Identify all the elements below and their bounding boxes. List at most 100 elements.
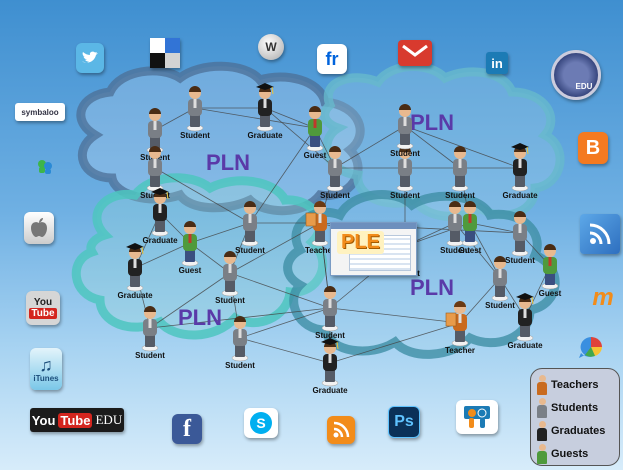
youtube-edu-text-edu: EDU bbox=[95, 412, 123, 427]
blogger-text: B bbox=[585, 136, 601, 159]
moodle-text: m bbox=[592, 284, 614, 311]
person-graduate: Graduate bbox=[502, 143, 538, 200]
edu-text: EDU bbox=[575, 81, 593, 91]
person-student: Student bbox=[320, 146, 350, 200]
network-edge bbox=[459, 277, 501, 324]
youtube-icon: You Tube bbox=[26, 291, 60, 325]
network-edge bbox=[229, 272, 331, 309]
linkedin-icon: in bbox=[486, 52, 508, 74]
linkedin-text: in bbox=[491, 55, 503, 71]
person-label: Graduate bbox=[142, 236, 178, 245]
person-student: Student bbox=[315, 286, 345, 340]
network-edge bbox=[194, 107, 316, 129]
legend: Teachers Students Graduates Guests bbox=[530, 368, 620, 466]
apple-icon bbox=[24, 212, 54, 244]
delicious-icon bbox=[150, 38, 180, 68]
rss-icon bbox=[327, 416, 355, 444]
facebook-icon: f bbox=[172, 414, 202, 444]
network-edge bbox=[149, 272, 231, 329]
flickr-icon: fr bbox=[317, 44, 347, 74]
network-edge bbox=[239, 307, 331, 339]
youtube-edu-logo: You Tube EDU bbox=[30, 408, 124, 432]
person-teacher: Teacher bbox=[305, 201, 335, 255]
legend-item-students: Students bbox=[537, 396, 613, 419]
pln-cloud-3 bbox=[71, 173, 328, 340]
gmail-icon bbox=[398, 40, 432, 66]
teacher-figure-icon bbox=[537, 374, 547, 395]
person-graduate: Graduate bbox=[142, 188, 178, 245]
photoshop-text: Ps bbox=[394, 413, 414, 430]
youtube-text-top: You bbox=[33, 297, 53, 308]
person-guest: Guest bbox=[539, 244, 562, 298]
network-edge bbox=[469, 222, 521, 234]
person-guest: Guest bbox=[459, 201, 482, 255]
person-student: Student bbox=[135, 306, 165, 360]
legend-label: Students bbox=[551, 401, 599, 414]
rss-reader-icon bbox=[580, 214, 620, 254]
pln-label: PLN bbox=[206, 150, 250, 175]
pln-cloud-2 bbox=[320, 62, 565, 221]
network-edge bbox=[154, 167, 251, 224]
symbaloo-text: symbaloo bbox=[21, 107, 59, 117]
pln-label: PLN bbox=[410, 110, 454, 135]
person-label: Student bbox=[180, 131, 210, 140]
person-label: Student bbox=[505, 256, 535, 265]
person-label: Graduate bbox=[117, 291, 153, 300]
graduate-figure-icon bbox=[537, 420, 547, 441]
network-edge bbox=[264, 107, 336, 169]
person-student: Student bbox=[485, 256, 515, 310]
youtube-edu-text-tube: Tube bbox=[58, 412, 93, 428]
youtube-text-bottom: Tube bbox=[29, 308, 57, 319]
youtube-edu-text-you: You bbox=[31, 412, 56, 428]
network-edge bbox=[189, 222, 251, 244]
google-buzz-icon bbox=[576, 334, 606, 360]
person-student: Student bbox=[505, 211, 535, 265]
legend-item-guests: Guests bbox=[537, 442, 613, 465]
person-graduate: Graduate bbox=[247, 83, 283, 140]
person-label: Student bbox=[315, 331, 345, 340]
network-edge bbox=[249, 127, 316, 224]
person-student: Student bbox=[440, 201, 470, 255]
skype-text: S bbox=[250, 412, 272, 434]
person-label: Student bbox=[235, 246, 265, 255]
person-label: Guest bbox=[179, 266, 202, 275]
legend-item-teachers: Teachers bbox=[537, 373, 613, 396]
legend-item-graduates: Graduates bbox=[537, 419, 613, 442]
flickr-text: fr bbox=[325, 48, 339, 69]
network-edge bbox=[264, 107, 316, 129]
person-label: Teacher bbox=[305, 246, 335, 255]
person-label: Student bbox=[485, 301, 515, 310]
person-label: Guest bbox=[539, 289, 562, 298]
wikipedia-icon: W bbox=[258, 34, 284, 60]
network-edge bbox=[134, 242, 191, 269]
person-label: Guest bbox=[459, 246, 482, 255]
moodle-icon: m bbox=[586, 284, 620, 312]
person-label: Student bbox=[225, 361, 255, 370]
msn-icon bbox=[35, 156, 55, 176]
legend-label: Teachers bbox=[551, 378, 599, 391]
skype-icon: S bbox=[244, 408, 278, 438]
person-teacher: Teacher bbox=[445, 301, 475, 355]
person-label: Student bbox=[390, 191, 420, 200]
person-label: Teacher bbox=[445, 346, 475, 355]
network-edge bbox=[329, 322, 461, 364]
slideshare-icon bbox=[456, 400, 498, 434]
legend-label: Guests bbox=[551, 447, 589, 460]
person-student: Student bbox=[225, 316, 255, 370]
person-graduate: Graduate bbox=[507, 293, 543, 350]
network-edge bbox=[239, 337, 331, 364]
person-label: Student bbox=[390, 149, 420, 158]
person-label: Student bbox=[445, 191, 475, 200]
person-student: Student bbox=[390, 104, 420, 158]
person-label: Student bbox=[440, 246, 470, 255]
people-nodes: StudentStudentGraduateGuestStudentStuden… bbox=[117, 83, 562, 395]
person-label: Student bbox=[320, 191, 350, 200]
pln-label: PLN bbox=[410, 275, 454, 300]
network-edge bbox=[404, 125, 461, 169]
network-edge bbox=[454, 222, 501, 279]
person-graduate: Graduate bbox=[117, 243, 153, 300]
network-edge bbox=[334, 125, 406, 169]
ple-title-bar bbox=[331, 223, 416, 229]
